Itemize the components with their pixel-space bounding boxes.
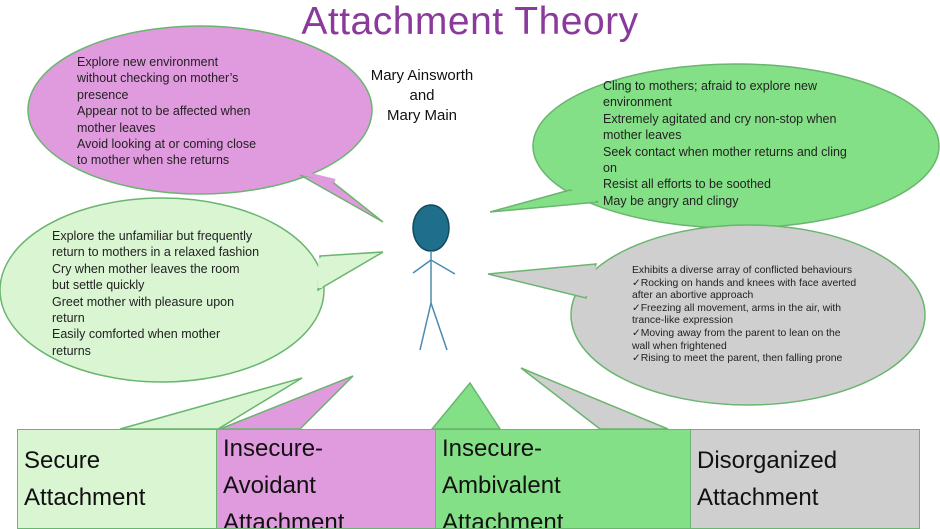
secure-attachment-box: Secure Attachment [17,429,217,529]
box-label-line: Secure [24,447,101,474]
behaviour-line: May be angry and clingy [603,193,739,208]
disorganized-attachment-box: Disorganized Attachment [690,429,920,529]
avoidant-attachment-box: Insecure- Avoidant Attachment [216,429,436,529]
behaviour-line: on [603,161,617,176]
behaviour-line: but settle quickly [52,278,145,293]
behaviour-line: Cling to mothers; afraid to explore new [603,79,817,93]
behaviour-line: Explore new environment [77,55,219,69]
behaviour-line: return [52,311,85,326]
avoidant-speech-bubble [27,25,384,223]
behaviour-line: Resist all efforts to be soothed [603,177,771,192]
disorganized-speech-bubble [487,224,926,406]
avoidant-behaviours: Explore new environment without checking… [77,54,256,169]
behaviour-line: ✓Moving away from the parent to lean on … [632,327,841,339]
behaviour-line: Greet mother with pleasure upon [52,294,235,309]
box-label-line: Avoidant [223,472,316,499]
behaviour-line: Explore the unfamiliar but frequently [52,229,253,243]
box-label-line: Insecure- [442,435,543,462]
ambivalent-box-pointer [430,381,502,430]
author-line: Mary Ainsworth [370,67,474,84]
box-label-line: Attachment [24,484,146,511]
behaviour-line: ✓Rocking on hands and knees with face av… [632,277,857,289]
behaviour-line: environment [603,95,672,110]
box-label-line: Attachment [697,484,819,511]
diagram-title: Attachment Theory [301,0,639,43]
behaviour-line: mother leaves [603,128,682,143]
ambivalent-speech-bubble [489,63,940,229]
behaviour-line: Easily comforted when mother [52,327,221,342]
ambivalent-attachment-box: Insecure- Ambivalent Attachment [435,429,691,529]
box-label-line: Insecure- [223,435,324,462]
behaviour-line: after an abortive approach [632,290,754,302]
behaviour-line: Appear not to be affected when [77,104,251,119]
behaviour-line: presence [77,87,129,102]
behaviour-line: returns [52,343,91,358]
behaviour-line: wall when frightened [632,340,727,352]
behaviour-line: mother leaves [77,120,156,135]
behaviour-line: trance-like expression [632,315,734,327]
behaviour-line: Avoid looking at or coming close [77,137,257,152]
box-label-line: Attachment [223,509,345,529]
figure-head [412,204,450,252]
behaviour-line: to mother when she returns [77,153,230,168]
behaviour-line: Exhibits a diverse array of conflicted b… [632,265,853,276]
author-line: and [409,87,435,104]
behaviour-line: return to mothers in a relaxed fashion [52,245,260,260]
disorganized-behaviours: Exhibits a diverse array of conflicted b… [632,265,856,366]
behaviour-line: ✓Freezing all movement, arms in the air,… [632,302,842,314]
secure-behaviours: Explore the unfamiliar but frequently re… [52,228,259,359]
child-stick-figure [412,204,456,351]
behaviour-line: Seek contact when mother returns and cli… [603,144,847,159]
behaviour-line: Extremely agitated and cry non-stop when [603,111,837,126]
secure-speech-bubble [0,197,384,383]
behaviour-line: without checking on mother’s [77,71,239,86]
box-label-line: Disorganized [697,447,838,474]
behaviour-line: Cry when mother leaves the room [52,261,240,276]
box-label-line: Attachment [442,509,564,529]
behaviour-line: ✓Rising to meet the parent, then falling… [632,353,843,365]
author-line: Mary Main [386,107,457,124]
ambivalent-behaviours: Cling to mothers; afraid to explore new … [603,78,847,209]
author-credit: Mary Ainsworth and Mary Main [352,66,492,126]
box-label-line: Ambivalent [442,472,561,499]
